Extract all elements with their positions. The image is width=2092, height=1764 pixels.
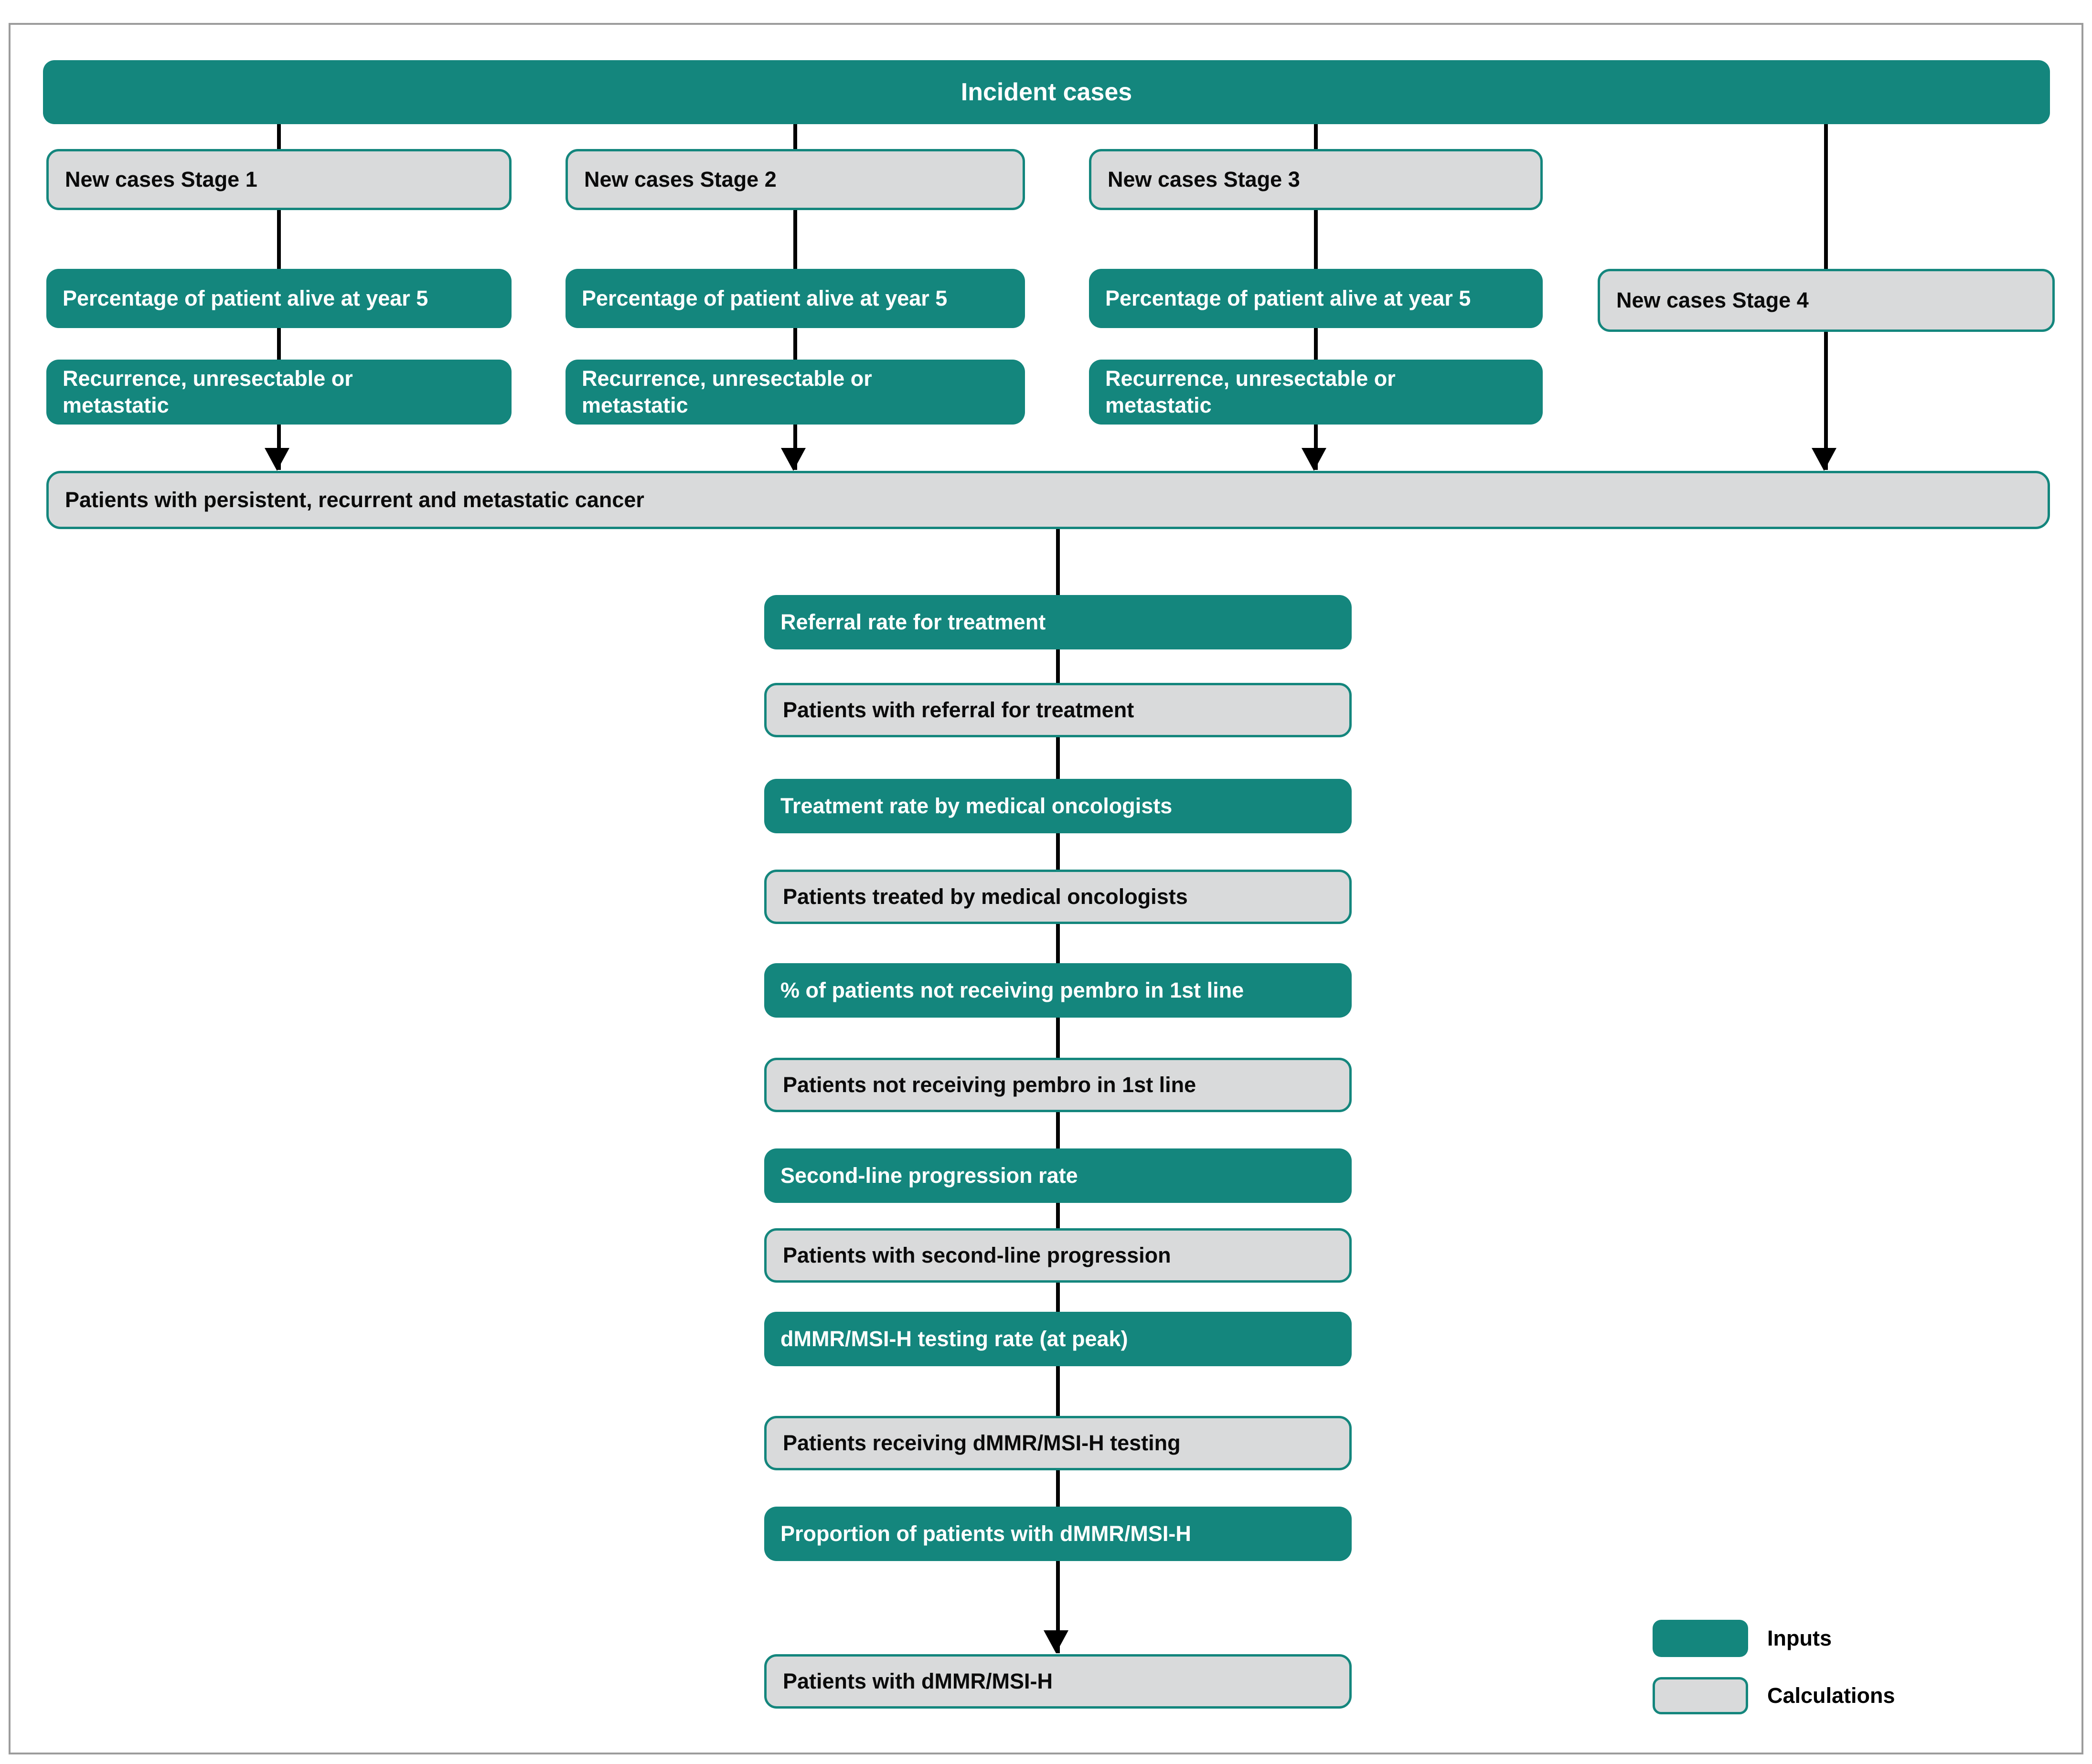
node-label: dMMR/MSI-H testing rate (at peak) <box>780 1326 1128 1351</box>
legend-swatch-calculations <box>1653 1677 1748 1714</box>
node-patients-second-line: Patients with second-line progression <box>764 1228 1352 1283</box>
node-label: Percentage of patient alive at year 5 <box>582 286 948 310</box>
node-new-cases-stage-2: New cases Stage 2 <box>566 149 1025 210</box>
node-label: Percentage of patient alive at year 5 <box>1105 286 1471 310</box>
node-label: Patients treated by medical oncologists <box>783 884 1188 909</box>
node-label: New cases Stage 1 <box>65 167 257 191</box>
node-persistent-recurrent-metastatic: Patients with persistent, recurrent and … <box>46 471 2050 529</box>
node-label: Proportion of patients with dMMR/MSI-H <box>780 1521 1191 1546</box>
node-new-cases-stage-1: New cases Stage 1 <box>46 149 512 210</box>
node-patients-treated: Patients treated by medical oncologists <box>764 870 1352 924</box>
node-pct-alive-stage-1: Percentage of patient alive at year 5 <box>46 269 512 328</box>
node-new-cases-stage-4: New cases Stage 4 <box>1598 269 2055 332</box>
legend-label-calculations: Calculations <box>1767 1677 1895 1714</box>
node-label: Patients receiving dMMR/MSI-H testing <box>783 1430 1181 1455</box>
node-label: New cases Stage 2 <box>584 167 777 191</box>
legend-swatch-inputs <box>1653 1620 1748 1657</box>
node-label: Patients with dMMR/MSI-H <box>783 1668 1053 1693</box>
node-patients-dmmr: Patients with dMMR/MSI-H <box>764 1654 1352 1709</box>
arrowhead-stage3 <box>1302 448 1326 471</box>
header-title: Incident cases <box>961 78 1132 106</box>
node-label: Patients with second-line progression <box>783 1243 1171 1267</box>
node-label: New cases Stage 3 <box>1108 167 1300 191</box>
node-pct-not-pembro: % of patients not receiving pembro in 1s… <box>764 963 1352 1018</box>
node-treatment-rate: Treatment rate by medical oncologists <box>764 779 1352 833</box>
node-recurrence-stage-3: Recurrence, unresectable or metastatic <box>1089 360 1543 425</box>
node-second-line-rate: Second-line progression rate <box>764 1148 1352 1203</box>
node-label: Patients not receiving pembro in 1st lin… <box>783 1072 1196 1097</box>
node-patients-referral: Patients with referral for treatment <box>764 683 1352 737</box>
node-label: Recurrence, unresectable or metastatic <box>1105 366 1396 417</box>
node-label: Recurrence, unresectable or metastatic <box>63 366 353 417</box>
node-label: New cases Stage 4 <box>1616 287 1809 312</box>
node-label: Second-line progression rate <box>780 1163 1078 1188</box>
node-label: Patients with persistent, recurrent and … <box>65 487 644 512</box>
node-patients-tested: Patients receiving dMMR/MSI-H testing <box>764 1416 1352 1470</box>
node-testing-rate: dMMR/MSI-H testing rate (at peak) <box>764 1312 1352 1366</box>
arrowhead-stage1 <box>265 448 289 471</box>
header-incident-cases: Incident cases <box>43 60 2050 124</box>
node-label: Treatment rate by medical oncologists <box>780 793 1173 818</box>
legend-text: Calculations <box>1767 1683 1895 1708</box>
node-patients-not-pembro: Patients not receiving pembro in 1st lin… <box>764 1058 1352 1112</box>
node-referral-rate: Referral rate for treatment <box>764 595 1352 649</box>
node-proportion-dmmr: Proportion of patients with dMMR/MSI-H <box>764 1507 1352 1561</box>
node-label: Recurrence, unresectable or metastatic <box>582 366 872 417</box>
node-label: Patients with referral for treatment <box>783 697 1134 722</box>
node-pct-alive-stage-2: Percentage of patient alive at year 5 <box>566 269 1025 328</box>
node-recurrence-stage-1: Recurrence, unresectable or metastatic <box>46 360 512 425</box>
arrowhead-stage2 <box>781 448 806 471</box>
node-pct-alive-stage-3: Percentage of patient alive at year 5 <box>1089 269 1543 328</box>
arrowhead-final <box>1044 1630 1068 1653</box>
node-label: Percentage of patient alive at year 5 <box>63 286 428 310</box>
node-recurrence-stage-2: Recurrence, unresectable or metastatic <box>566 360 1025 425</box>
node-new-cases-stage-3: New cases Stage 3 <box>1089 149 1543 210</box>
node-label: Referral rate for treatment <box>780 609 1046 634</box>
legend-label-inputs: Inputs <box>1767 1620 1832 1657</box>
legend-text: Inputs <box>1767 1626 1832 1650</box>
node-label: % of patients not receiving pembro in 1s… <box>780 978 1244 1002</box>
arrowhead-stage4 <box>1812 448 1836 471</box>
